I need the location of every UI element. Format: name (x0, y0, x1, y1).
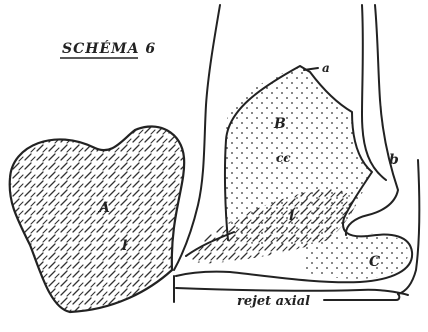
leader-line-a (304, 68, 318, 70)
outline-right-edge (398, 160, 419, 294)
label-rejet-axial: rejet axial (237, 294, 310, 309)
label-cc: cc (276, 151, 291, 165)
label-b-lower: b (389, 152, 399, 168)
schema-title: SCHÉMA 6 (62, 39, 156, 57)
label-l-left: l (122, 238, 127, 254)
label-c: C (369, 254, 380, 270)
label-a: a (322, 61, 330, 75)
label-l-right: l (289, 208, 294, 224)
region-c (306, 234, 408, 279)
outline-b-tube-inner (362, 5, 386, 180)
outline-left-wall (174, 5, 220, 270)
leader-line-rejet (324, 294, 399, 300)
label-b-upper: B (273, 116, 286, 132)
label-a-upper: A (97, 200, 110, 216)
region-a (10, 126, 185, 312)
